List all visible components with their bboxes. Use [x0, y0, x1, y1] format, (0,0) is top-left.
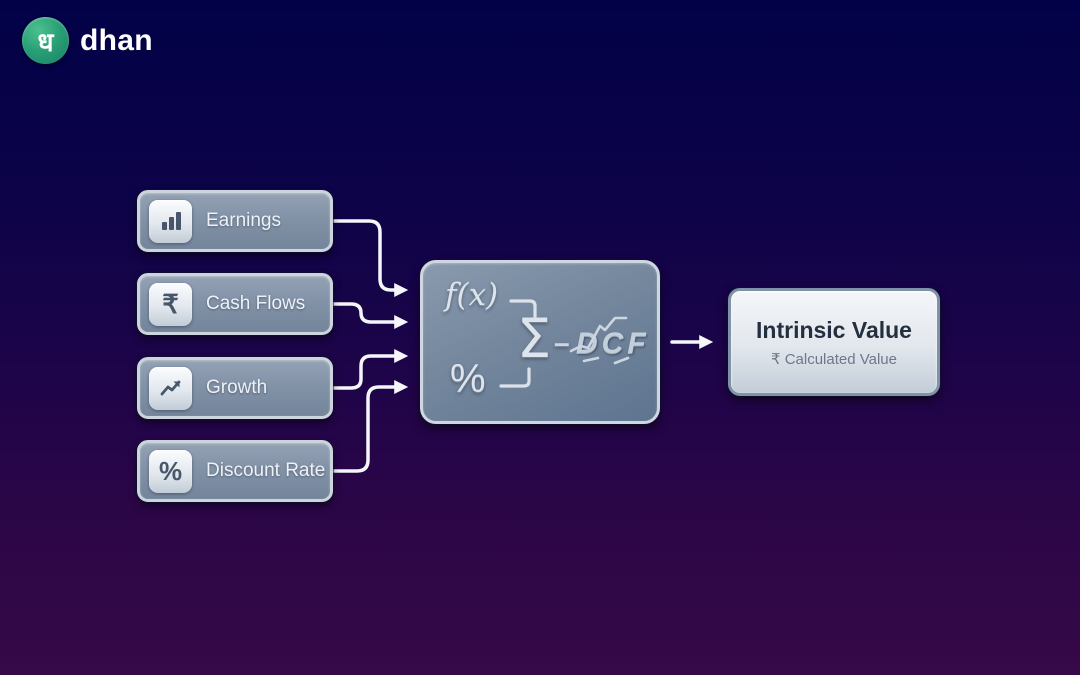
- input-box-growth: Growth: [137, 357, 333, 419]
- brand-name: dhan: [80, 23, 153, 57]
- dcf-trendline: [569, 316, 628, 353]
- connector-growth: [331, 349, 409, 390]
- input-label-growth: Growth: [206, 377, 268, 398]
- rupee-icon: ₹: [149, 282, 192, 326]
- dcf-dash: –: [554, 327, 570, 358]
- output-subtitle: ₹ Calculated Value: [770, 350, 897, 368]
- input-box-discount-rate: % Discount Rate: [137, 440, 333, 502]
- input-box-earnings: Earnings: [137, 190, 333, 252]
- dhan-logo-icon: ध: [22, 17, 69, 64]
- input-label-earnings: Earnings: [206, 210, 281, 231]
- connector-earnings: [331, 219, 409, 297]
- percent-icon: %: [149, 449, 192, 493]
- input-label-cash-flows: Cash Flows: [206, 293, 306, 314]
- intrinsic-value-box: Intrinsic Value ₹ Calculated Value: [728, 288, 940, 396]
- trend-up-icon: [149, 366, 192, 410]
- dcf-label: DCF: [576, 327, 650, 360]
- percent-symbol: %: [450, 357, 486, 401]
- connector-discount-rate: [331, 380, 409, 473]
- bar-chart-icon: [149, 199, 192, 243]
- connector-cash-flows: [331, 302, 409, 329]
- processor-bracket-lines: [499, 299, 630, 388]
- output-title: Intrinsic Value: [756, 316, 912, 343]
- function-symbol: f(x): [445, 277, 499, 313]
- brand-logo: ध dhan: [22, 17, 153, 64]
- dcf-processor-box: f(x) Σ % – DCF: [420, 260, 660, 424]
- input-label-discount-rate: Discount Rate: [206, 460, 326, 481]
- input-box-cash-flows: ₹ Cash Flows: [137, 273, 333, 335]
- logo-devanagari-glyph: ध: [37, 26, 54, 57]
